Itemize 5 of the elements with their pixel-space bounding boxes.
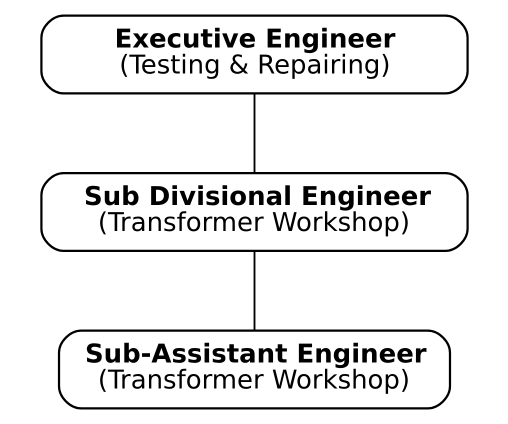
node-box: Sub Divisional Engineer (Transformer Workshop) (40, 172, 468, 252)
connector (253, 94, 255, 173)
connector (253, 251, 255, 330)
node-box: Executive Engineer (Testing & Repairing) (40, 14, 468, 95)
node-box: Sub-Assistant Engineer (Transformer Workshop) (57, 329, 451, 410)
